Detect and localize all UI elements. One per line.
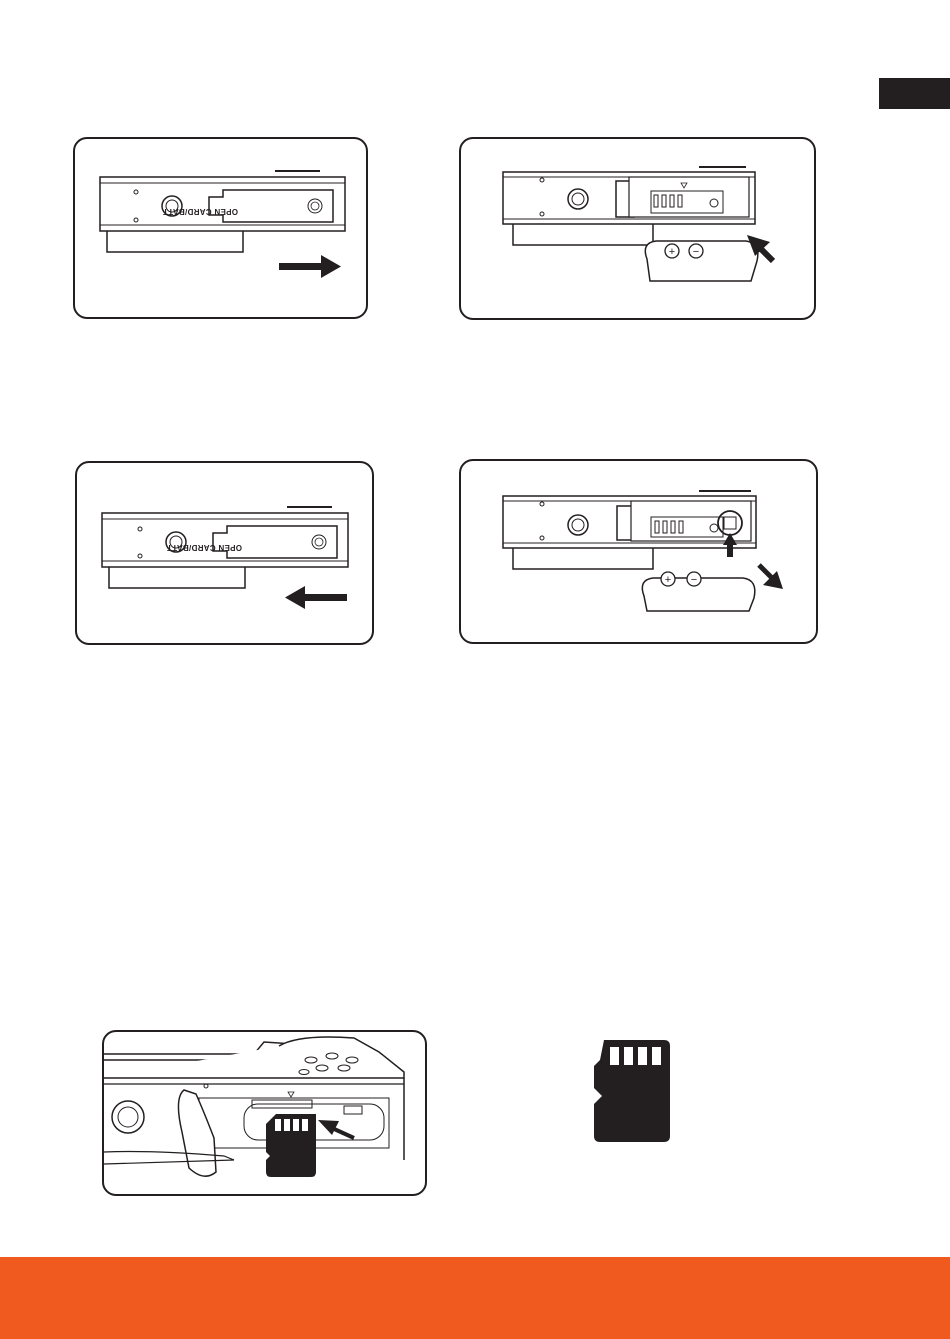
arrow-right-icon [279, 255, 341, 278]
microsd-card-figure [592, 1040, 672, 1149]
battery-icon: + − [642, 572, 755, 611]
figure-close-cover: OPEN CARD/BATT. [75, 461, 374, 645]
camera-bottom-illustration: OPEN CARD/BATT. [75, 139, 368, 319]
camera-bottom-illustration: OPEN CARD/BATT. [77, 463, 374, 645]
cover-label: OPEN CARD/BATT. [161, 207, 238, 216]
figure-open-cover: OPEN CARD/BATT. [73, 137, 368, 319]
arrow-down-right-icon [759, 565, 783, 589]
camera-battery-illustration: + − [461, 139, 816, 320]
figure-insert-memory-card [102, 1030, 427, 1196]
camera-battery-illustration: + − [461, 461, 818, 644]
battery-icon: + − [645, 241, 758, 281]
cover-label: OPEN CARD/BATT. [165, 543, 242, 552]
figure-remove-battery: + − [459, 459, 818, 644]
microsd-card-icon [266, 1114, 316, 1177]
battery-minus-label: − [693, 246, 699, 258]
battery-plus-label: + [665, 574, 671, 586]
footer-bar [0, 1257, 950, 1339]
microsd-card-icon [592, 1040, 672, 1144]
card-slot-illustration [104, 1032, 427, 1196]
figure-insert-battery: + − [459, 137, 816, 320]
arrow-left-icon [285, 586, 347, 609]
battery-minus-label: − [691, 574, 697, 586]
battery-plus-label: + [669, 246, 675, 258]
language-tab [879, 78, 950, 109]
arrow-up-left-icon [318, 1120, 354, 1138]
